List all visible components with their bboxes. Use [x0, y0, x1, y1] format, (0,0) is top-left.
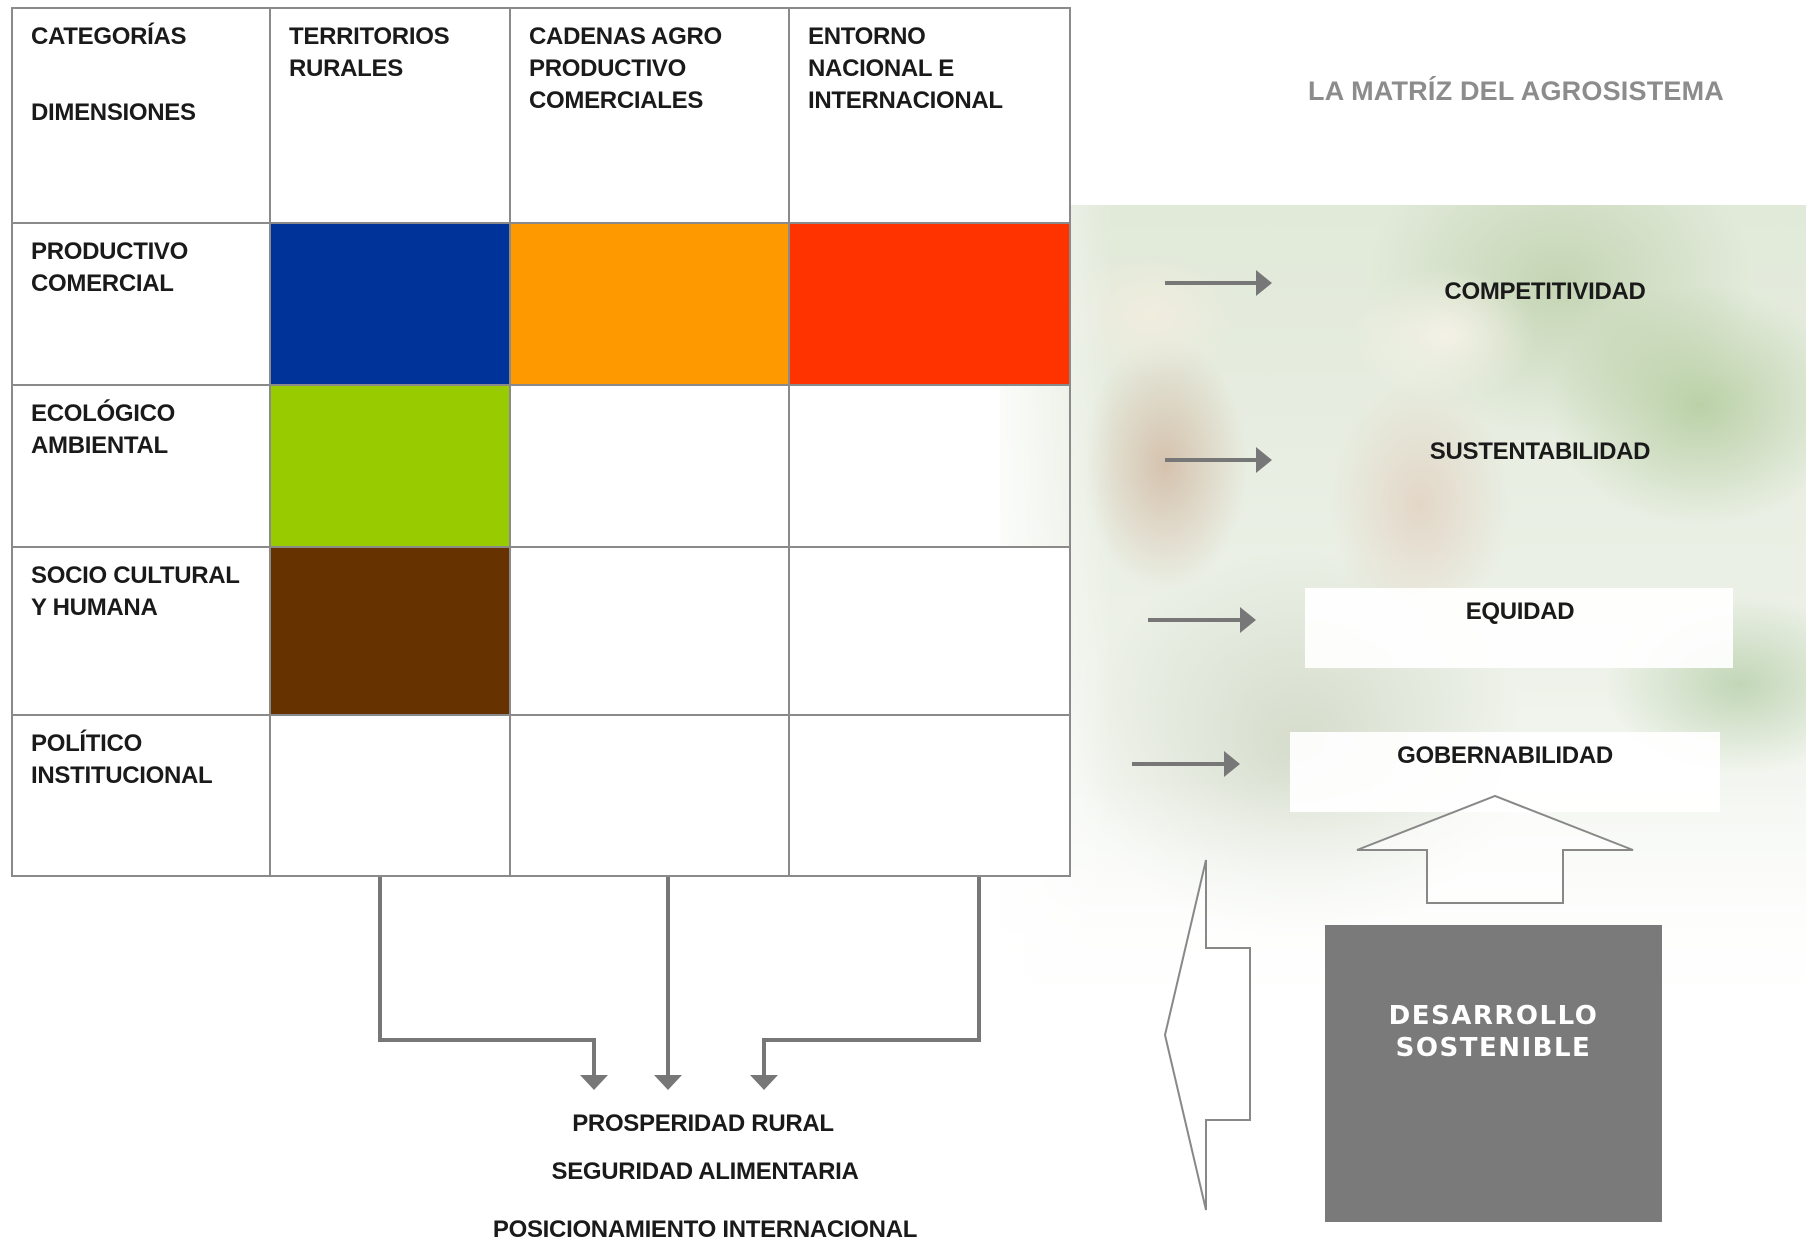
cell-socio-territorios: [269, 546, 511, 716]
desarrollo-line-2: SOSTENIBLE: [1395, 1033, 1592, 1063]
agrosystem-matrix: CATEGORÍAS DIMENSIONES TERRITORIOS RURAL…: [11, 7, 1071, 877]
arrow-to-competitividad: [1165, 270, 1272, 296]
cell-socio-entorno: [788, 546, 1071, 716]
result-posicionamiento-internacional: POSICIONAMIENTO INTERNACIONAL: [492, 1216, 918, 1243]
outcome-sustentabilidad: SUSTENTABILIDAD: [1429, 438, 1651, 465]
column-header-entorno: ENTORNO NACIONAL E INTERNACIONAL: [788, 7, 1071, 224]
up-block-arrow: [1356, 794, 1634, 904]
row-header-socio-cultural: SOCIO CULTURAL Y HUMANA: [11, 546, 271, 716]
outcome-equidad: EQUIDAD: [1465, 598, 1575, 625]
cell-productivo-entorno: [788, 222, 1071, 386]
connector-cadenas-to-results: [654, 877, 682, 1090]
matrix-corner-cell: CATEGORÍAS DIMENSIONES: [11, 7, 271, 224]
cell-ecologico-entorno: [788, 384, 1071, 548]
result-prosperidad-rural: PROSPERIDAD RURAL: [572, 1110, 834, 1137]
diagram-title: LA MATRÍZ DEL AGROSISTEMA: [1308, 76, 1724, 106]
cell-ecologico-cadenas: [509, 384, 790, 548]
categories-label: CATEGORÍAS: [31, 23, 187, 50]
cell-politico-cadenas: [509, 714, 790, 877]
result-seguridad-alimentaria: SEGURIDAD ALIMENTARIA: [551, 1158, 859, 1185]
column-header-territorios: TERRITORIOS RURALES: [269, 7, 511, 224]
desarrollo-line-1: DESARROLLO: [1388, 1001, 1599, 1031]
gobernabilidad-box: [1290, 732, 1720, 812]
row-header-ecologico: ECOLÓGICO AMBIENTAL: [11, 384, 271, 548]
cell-productivo-territorios: [269, 222, 511, 386]
cell-socio-cadenas: [509, 546, 790, 716]
row-header-productivo: PRODUCTIVO COMERCIAL: [11, 222, 271, 386]
equidad-box: [1305, 588, 1733, 668]
desarrollo-sostenible-box: DESARROLLO SOSTENIBLE: [1325, 925, 1662, 1222]
outcome-competitividad: COMPETITIVIDAD: [1444, 278, 1646, 305]
cell-politico-territorios: [269, 714, 511, 877]
column-header-cadenas: CADENAS AGRO PRODUCTIVO COMERCIALES: [509, 7, 790, 224]
cell-productivo-cadenas: [509, 222, 790, 386]
cell-ecologico-territorios: [269, 384, 511, 548]
connector-entorno-to-results: [750, 877, 981, 1090]
row-header-politico: POLÍTICO INSTITUCIONAL: [11, 714, 271, 877]
dimensions-label: DIMENSIONES: [31, 99, 196, 126]
arrow-to-sustentabilidad: [1165, 447, 1272, 473]
arrow-to-equidad: [1148, 607, 1256, 633]
arrow-to-gobernabilidad: [1132, 751, 1240, 777]
left-block-arrow: [1163, 859, 1251, 1211]
cell-politico-entorno: [788, 714, 1071, 877]
connector-territorios-to-results: [378, 877, 608, 1090]
outcome-gobernabilidad: GOBERNABILIDAD: [1397, 742, 1613, 769]
